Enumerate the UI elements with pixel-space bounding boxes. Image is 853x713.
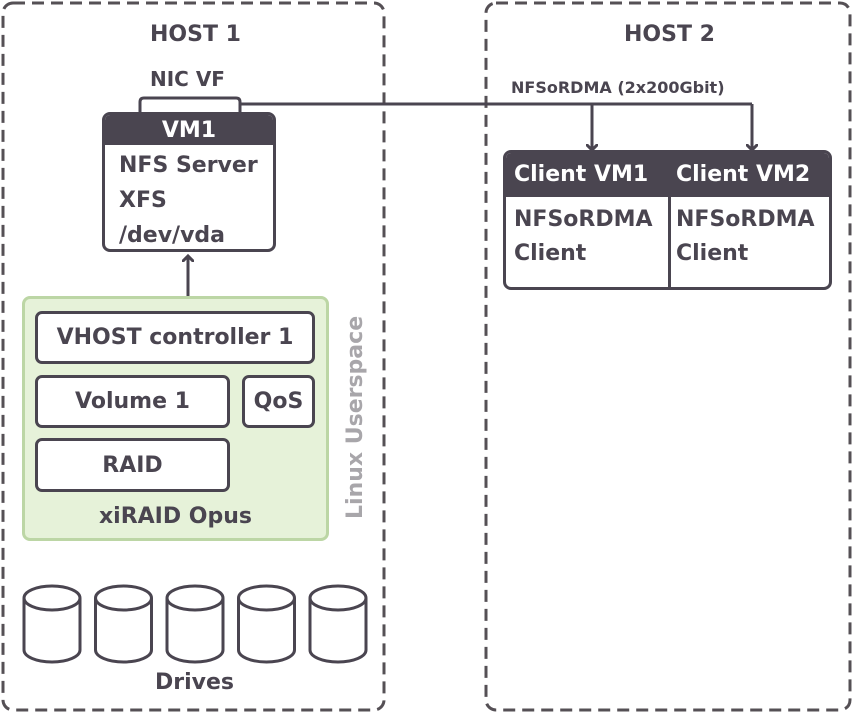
vm1-title: VM1 xyxy=(105,115,273,145)
drive-cylinder xyxy=(237,584,296,664)
host1-label: HOST 1 xyxy=(150,22,241,47)
drive-cylinder xyxy=(165,584,225,664)
raid-box: RAID xyxy=(35,438,230,492)
client-vm2-line-1: NFSoRDMA xyxy=(676,207,815,232)
vm1-line-dev-vda: /dev/vda xyxy=(119,223,226,248)
drive-cylinder xyxy=(308,584,368,664)
host1-frame xyxy=(1,1,386,712)
vm1-line-xfs: XFS xyxy=(119,188,167,213)
client-vm2-line-2: Client xyxy=(676,241,749,266)
host2-label: HOST 2 xyxy=(624,22,715,47)
client-vm2-title: Client VM2 xyxy=(676,162,811,187)
vm1-box: VM1 NFS Server XFS /dev/vda xyxy=(102,112,276,252)
drive-cylinder xyxy=(94,584,153,664)
client-divider xyxy=(668,197,671,287)
xiraid-opus-label: xiRAID Opus xyxy=(98,504,252,529)
client-vm1-line-1: NFSoRDMA xyxy=(514,207,653,232)
vhost-controller-box: VHOST controller 1 xyxy=(35,311,315,364)
drives-label: Drives xyxy=(155,670,235,695)
nfsordma-link-label: NFSoRDMA (2x200Gbit) xyxy=(511,78,725,97)
volume-box: Volume 1 xyxy=(35,375,230,428)
client-vms-header xyxy=(506,153,829,197)
linux-userspace-label: Linux Userspace xyxy=(343,315,368,519)
client-vm1-line-2: Client xyxy=(514,241,587,266)
client-vm1-title: Client VM1 xyxy=(514,162,649,187)
nic-vf-tab xyxy=(138,96,242,114)
host2-frame xyxy=(484,1,852,712)
drive-cylinder xyxy=(22,584,82,664)
qos-box: QoS xyxy=(242,375,315,428)
client-vms-box: Client VM1 Client VM2 NFSoRDMA Client NF… xyxy=(503,150,832,290)
vm1-line-nfs-server: NFS Server xyxy=(119,153,258,178)
drives-group xyxy=(22,584,368,664)
nic-vf-label: NIC VF xyxy=(150,67,225,91)
